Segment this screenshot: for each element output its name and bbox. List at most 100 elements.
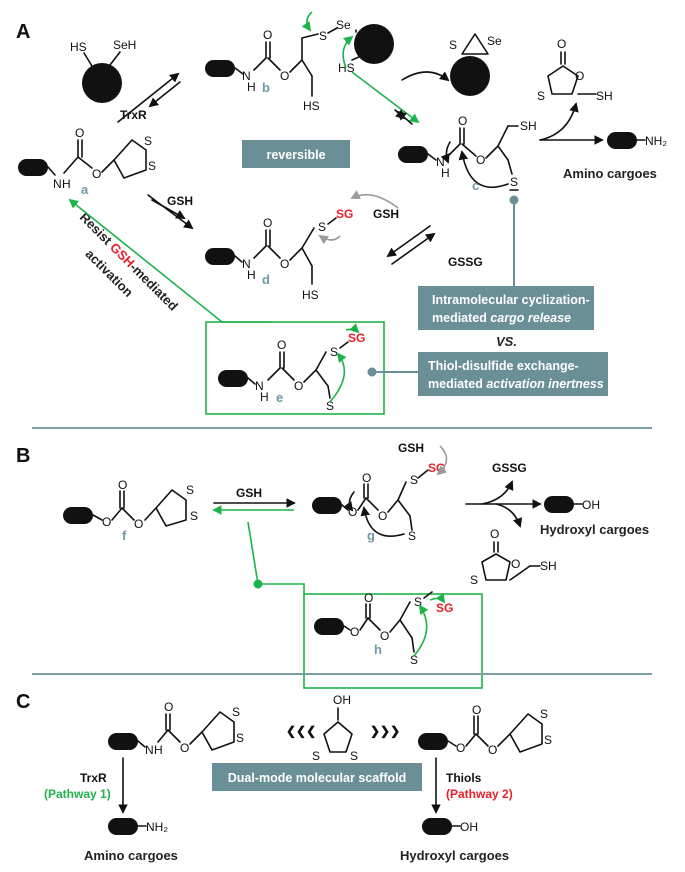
svg-text:O: O <box>263 28 272 42</box>
svg-text:O: O <box>476 153 485 167</box>
vs-label: VS. <box>496 334 517 349</box>
label-f: f <box>122 528 127 543</box>
svg-text:H: H <box>154 743 163 757</box>
svg-text:O: O <box>364 591 373 605</box>
amino-cargoes-label-c: Amino cargoes <box>84 848 178 863</box>
svg-text:S: S <box>350 749 358 763</box>
svg-text:O: O <box>280 69 289 83</box>
box-activation-inertness: Thiol-disulfide exchange- mediated activ… <box>418 352 608 396</box>
svg-text:SH: SH <box>520 119 537 133</box>
label-b: b <box>262 80 270 95</box>
svg-text:O: O <box>575 69 584 83</box>
svg-text:S: S <box>148 159 156 173</box>
svg-text:O: O <box>294 379 303 393</box>
svg-text:O: O <box>488 743 497 757</box>
svg-text:O: O <box>102 515 111 529</box>
svg-text:SG: SG <box>436 601 453 615</box>
svg-text:SG: SG <box>348 331 365 345</box>
svg-text:S: S <box>190 509 198 523</box>
svg-text:S: S <box>544 733 552 747</box>
compound-c: N H O O SH S c <box>398 114 537 193</box>
svg-text:N: N <box>242 257 251 271</box>
svg-text:O: O <box>348 505 357 519</box>
amino-cargoes-label: Amino cargoes <box>563 166 657 181</box>
svg-text:O: O <box>362 471 371 485</box>
central-dithiolane: ❮❮❮ OH S S ❯❯❯ <box>286 693 400 763</box>
svg-text:O: O <box>557 37 566 51</box>
svg-text:O: O <box>164 700 173 714</box>
svg-text:S: S <box>312 749 320 763</box>
svg-text:Dual-mode molecular scaffold: Dual-mode molecular scaffold <box>228 771 407 785</box>
hydroxyl-cargoes-label-c: Hydroxyl cargoes <box>400 848 509 863</box>
equilibrium-f-g: GSH <box>212 486 305 594</box>
scaffold-carbamate: N H O O S S <box>108 700 244 757</box>
svg-text:OH: OH <box>333 693 351 707</box>
svg-text:N: N <box>145 743 154 757</box>
label-e: e <box>276 390 283 405</box>
svg-text:S: S <box>326 399 334 413</box>
svg-text:O: O <box>92 167 101 181</box>
chevron-right-icon: ❯❯❯ <box>370 724 400 739</box>
cyclic-thiocarbonate: O O S SH <box>537 37 613 103</box>
compound-f: O O O S S f <box>63 478 198 543</box>
svg-text:HS: HS <box>303 99 320 113</box>
svg-text:S: S <box>414 595 422 609</box>
equilibrium-a-d: GSH <box>147 194 194 230</box>
svg-text:S: S <box>510 175 518 189</box>
gssg-label-b: GSSG <box>492 461 527 475</box>
arrows-b-c <box>351 71 420 125</box>
pathway-2: Thiols (Pathway 2) OH Hydroxyl cargoes <box>400 757 513 863</box>
label-c: c <box>472 178 479 193</box>
svg-text:O: O <box>134 517 143 531</box>
svg-text:O: O <box>472 703 481 717</box>
svg-text:S: S <box>232 705 240 719</box>
svg-text:H: H <box>247 80 256 94</box>
reversible-badge: reversible <box>242 140 350 168</box>
svg-text:OH: OH <box>582 498 600 512</box>
hydroxyl-cargoes-label-b: Hydroxyl cargoes <box>540 522 649 537</box>
svg-text:Intramolecular cyclization-: Intramolecular cyclization- <box>432 293 590 307</box>
svg-text:S: S <box>319 29 327 43</box>
box-cargo-release: Intramolecular cyclization- mediated car… <box>418 286 594 330</box>
svg-text:HS: HS <box>70 40 87 54</box>
svg-text:N: N <box>255 379 264 393</box>
svg-text:O: O <box>456 741 465 755</box>
pathway-1: TrxR (Pathway 1) NH₂ Amino cargoes <box>44 757 178 863</box>
svg-text:S: S <box>470 573 478 587</box>
label-h: h <box>374 642 382 657</box>
svg-text:S: S <box>537 89 545 103</box>
trxr-label: TrxR <box>120 108 147 122</box>
svg-text:O: O <box>378 509 387 523</box>
svg-text:O: O <box>263 216 272 230</box>
svg-text:O: O <box>458 114 467 128</box>
svg-text:reversible: reversible <box>266 148 325 162</box>
svg-text:S: S <box>408 529 416 543</box>
svg-text:S: S <box>449 38 457 52</box>
svg-text:S: S <box>318 220 326 234</box>
svg-text:SeH: SeH <box>113 38 136 52</box>
label-g: g <box>367 528 375 543</box>
svg-text:O: O <box>180 741 189 755</box>
panel-label-a: A <box>16 21 30 43</box>
svg-text:S: S <box>236 731 244 745</box>
svg-text:O: O <box>280 257 289 271</box>
svg-text:Thiols: Thiols <box>446 771 482 785</box>
svg-text:NH₂: NH₂ <box>146 820 168 834</box>
svg-text:H: H <box>441 166 450 180</box>
svg-text:HS: HS <box>302 288 319 302</box>
resist-annotation: Resist GSH-mediated activation <box>77 210 181 314</box>
svg-text:(Pathway 2): (Pathway 2) <box>446 787 513 801</box>
svg-text:SH: SH <box>596 89 613 103</box>
svg-text:S: S <box>186 483 194 497</box>
svg-text:S: S <box>540 707 548 721</box>
svg-text:OH: OH <box>460 820 478 834</box>
panel-label-c: C <box>16 691 30 713</box>
svg-text:O: O <box>511 557 520 571</box>
scaffold-carbonate: O O O S S <box>418 703 552 757</box>
oxidized-trxr: S Se <box>401 33 502 96</box>
svg-text:SG: SG <box>336 207 353 221</box>
panel-label-b: B <box>16 445 30 467</box>
gsh-label-b: GSH <box>236 486 262 500</box>
equilibrium-a-b <box>117 72 181 123</box>
